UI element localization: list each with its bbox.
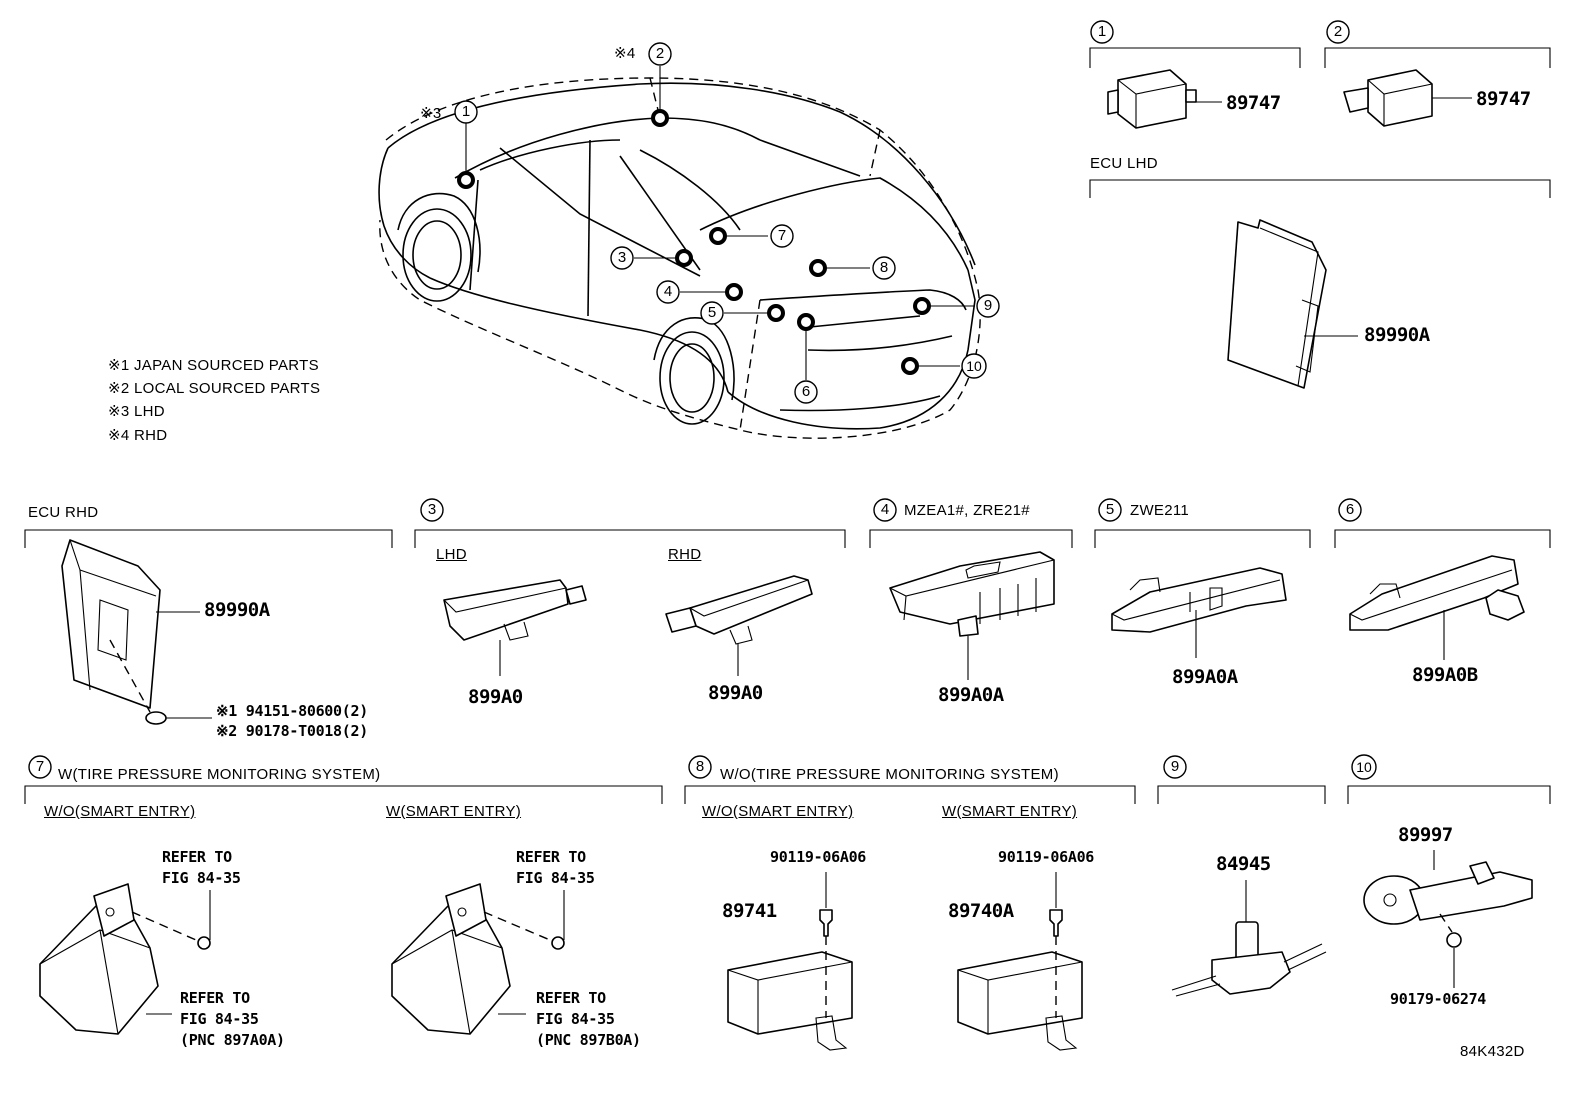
screw-90119-06a06-b-label: 90119-06A06 [998, 848, 1095, 866]
refer-b-line3: (PNC 897A0A) [180, 1031, 285, 1049]
ecu-rhd-fastener-japan: ※1 94151-80600(2) [216, 702, 368, 720]
ecu-rhd-fastener-local: ※2 90178-T0018(2) [216, 722, 368, 740]
ecu-rhd-part-label: 89990A [204, 599, 270, 621]
refer-a-line2: FIG 84-35 [162, 869, 241, 887]
note-rhd: ※4 RHD [108, 427, 168, 444]
tpms-ecu-a-drawing [39, 883, 211, 1035]
callout-1: 1 [461, 103, 471, 120]
ecu-lhd-drawing [1227, 219, 1358, 389]
screw-90119-06a06-a-label: 90119-06A06 [770, 848, 867, 866]
callout-2: 2 [655, 45, 665, 62]
section-9-number: 9 [1170, 758, 1180, 775]
callout-5: 5 [707, 304, 717, 321]
ecu-lhd-part-label: 89990A [1364, 324, 1430, 346]
part-84945-label: 84945 [1216, 853, 1271, 875]
refer-c-line2: FIG 84-35 [516, 869, 595, 887]
part-899a0a-s4-drawing [889, 551, 1055, 680]
section-2-number: 2 [1333, 23, 1343, 40]
section-8-wo-smart-entry: W/O(SMART ENTRY) [702, 803, 854, 820]
section-8-number: 8 [695, 758, 705, 775]
ecu-rhd-title: ECU RHD [28, 504, 99, 521]
section-4-number: 4 [880, 501, 890, 518]
car-note-mark-4: ※4 [614, 45, 636, 62]
callout-4: 4 [663, 283, 673, 300]
refer-a-line1: REFER TO [162, 848, 232, 866]
drawing-code: 84K432D [1460, 1043, 1525, 1060]
section-8-title: W/O(TIRE PRESSURE MONITORING SYSTEM) [720, 766, 1059, 783]
callout-6: 6 [801, 383, 811, 400]
section-brackets [24, 20, 1551, 804]
refer-d-line2: FIG 84-35 [536, 1010, 615, 1028]
section-4-title: MZEA1#, ZRE21# [904, 502, 1030, 519]
callout-7: 7 [777, 227, 787, 244]
part-89740a-label: 89740A [948, 900, 1014, 922]
note-lhd: ※3 LHD [108, 403, 165, 420]
section-6-number: 6 [1345, 501, 1355, 518]
part-899a0-rhd-drawing [665, 575, 813, 676]
callout-3: 3 [617, 249, 627, 266]
section-7-title: W(TIRE PRESSURE MONITORING SYSTEM) [58, 766, 381, 783]
car-note-mark-3: ※3 [420, 105, 442, 122]
part-899a0-lhd-drawing [443, 579, 587, 676]
section-10-number: 10 [1356, 759, 1372, 775]
note-japan-sourced: ※1 JAPAN SOURCED PARTS [108, 357, 319, 374]
part-89747-b-drawing [1343, 69, 1472, 127]
section-3-lhd-label: LHD [436, 546, 467, 563]
part-89747-b-label: 89747 [1476, 88, 1531, 110]
note-local-sourced: ※2 LOCAL SOURCED PARTS [108, 380, 321, 397]
section-3-rhd-label: RHD [668, 546, 702, 563]
refer-b-line2: FIG 84-35 [180, 1010, 259, 1028]
part-899a0a-s5-drawing [1111, 567, 1287, 658]
vehicle-illustration [378, 42, 1000, 439]
callout-8: 8 [879, 259, 889, 276]
section-1-number: 1 [1097, 23, 1107, 40]
section-7-wo-smart-entry: W/O(SMART ENTRY) [44, 803, 196, 820]
section-3-number: 3 [427, 501, 437, 518]
refer-d-line1: REFER TO [536, 989, 606, 1007]
part-899a0b-label: 899A0B [1412, 664, 1478, 686]
part-89747-a-label: 89747 [1226, 92, 1281, 114]
refer-b-line1: REFER TO [180, 989, 250, 1007]
tpms-ecu-b-drawing [391, 883, 565, 1035]
refer-c-line1: REFER TO [516, 848, 586, 866]
section-5-number: 5 [1105, 501, 1115, 518]
callout-10: 10 [966, 358, 982, 374]
part-899a0a-s5-label: 899A0A [1172, 666, 1238, 688]
refer-d-line3: (PNC 897B0A) [536, 1031, 641, 1049]
part-89997-label: 89997 [1398, 824, 1453, 846]
callout-9: 9 [983, 297, 993, 314]
sensor-89997-drawing [1363, 850, 1533, 988]
receiver-89740a-drawing [957, 872, 1083, 1051]
receiver-89741-drawing [727, 872, 853, 1051]
part-89741-label: 89741 [722, 900, 777, 922]
section-8-w-smart-entry: W(SMART ENTRY) [942, 803, 1078, 820]
part-899a0-rhd-label: 899A0 [708, 682, 763, 704]
sensor-84945-drawing [1171, 880, 1327, 997]
nut-90179-06274-label: 90179-06274 [1390, 990, 1487, 1008]
ecu-rhd-drawing [61, 539, 212, 725]
part-899a0a-s4-label: 899A0A [938, 684, 1004, 706]
part-89747-a-drawing [1107, 69, 1222, 129]
section-5-title: ZWE211 [1130, 502, 1190, 519]
part-899a0b-drawing [1349, 555, 1525, 660]
part-899a0-lhd-label: 899A0 [468, 686, 523, 708]
section-7-number: 7 [35, 758, 45, 775]
section-7-w-smart-entry: W(SMART ENTRY) [386, 803, 522, 820]
ecu-lhd-title: ECU LHD [1090, 155, 1158, 172]
